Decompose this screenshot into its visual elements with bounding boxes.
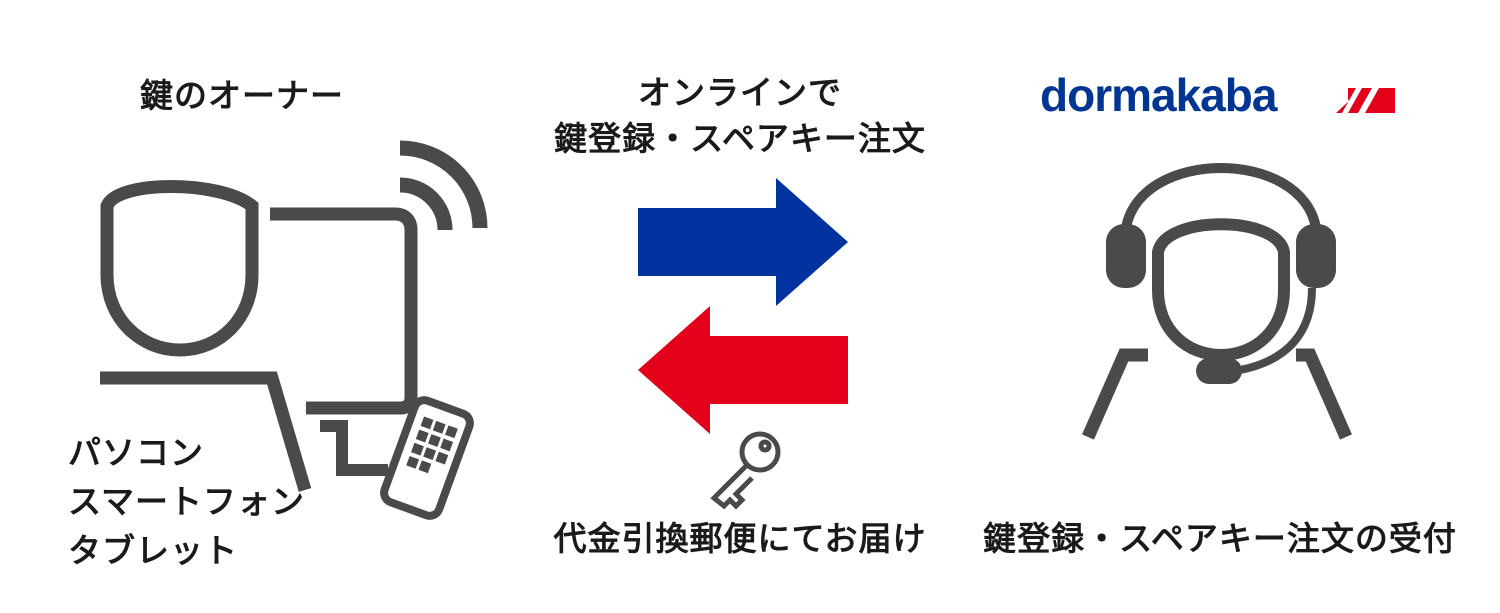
key-icon [710,431,781,510]
device-smartphone: スマートフォン [68,482,306,521]
online-label-line1: オンラインで [638,73,842,112]
user-icon [100,180,312,492]
delivery-label: 代金引換郵便にてお届け [553,519,927,558]
device-tablet: タブレット [68,531,238,570]
brand-mark-icon [1336,88,1395,113]
dormakaba-logo: dormakaba [1040,69,1277,121]
device-pc: パソコン [68,433,204,472]
operator-headset-icon [1082,163,1352,440]
online-label-line2: 鍵登録・スペアキー注文 [554,119,926,158]
reception-label: 鍵登録・スペアキー注文の受付 [983,519,1457,558]
monitor-icon [270,207,418,476]
arrow-left-icon [638,306,848,434]
owner-title: 鍵のオーナー [140,76,344,115]
wifi-icon [399,140,488,231]
brand-wordmark: dormakaba [1040,69,1277,121]
arrow-right-icon [638,178,848,306]
smartphone-icon [380,396,474,520]
